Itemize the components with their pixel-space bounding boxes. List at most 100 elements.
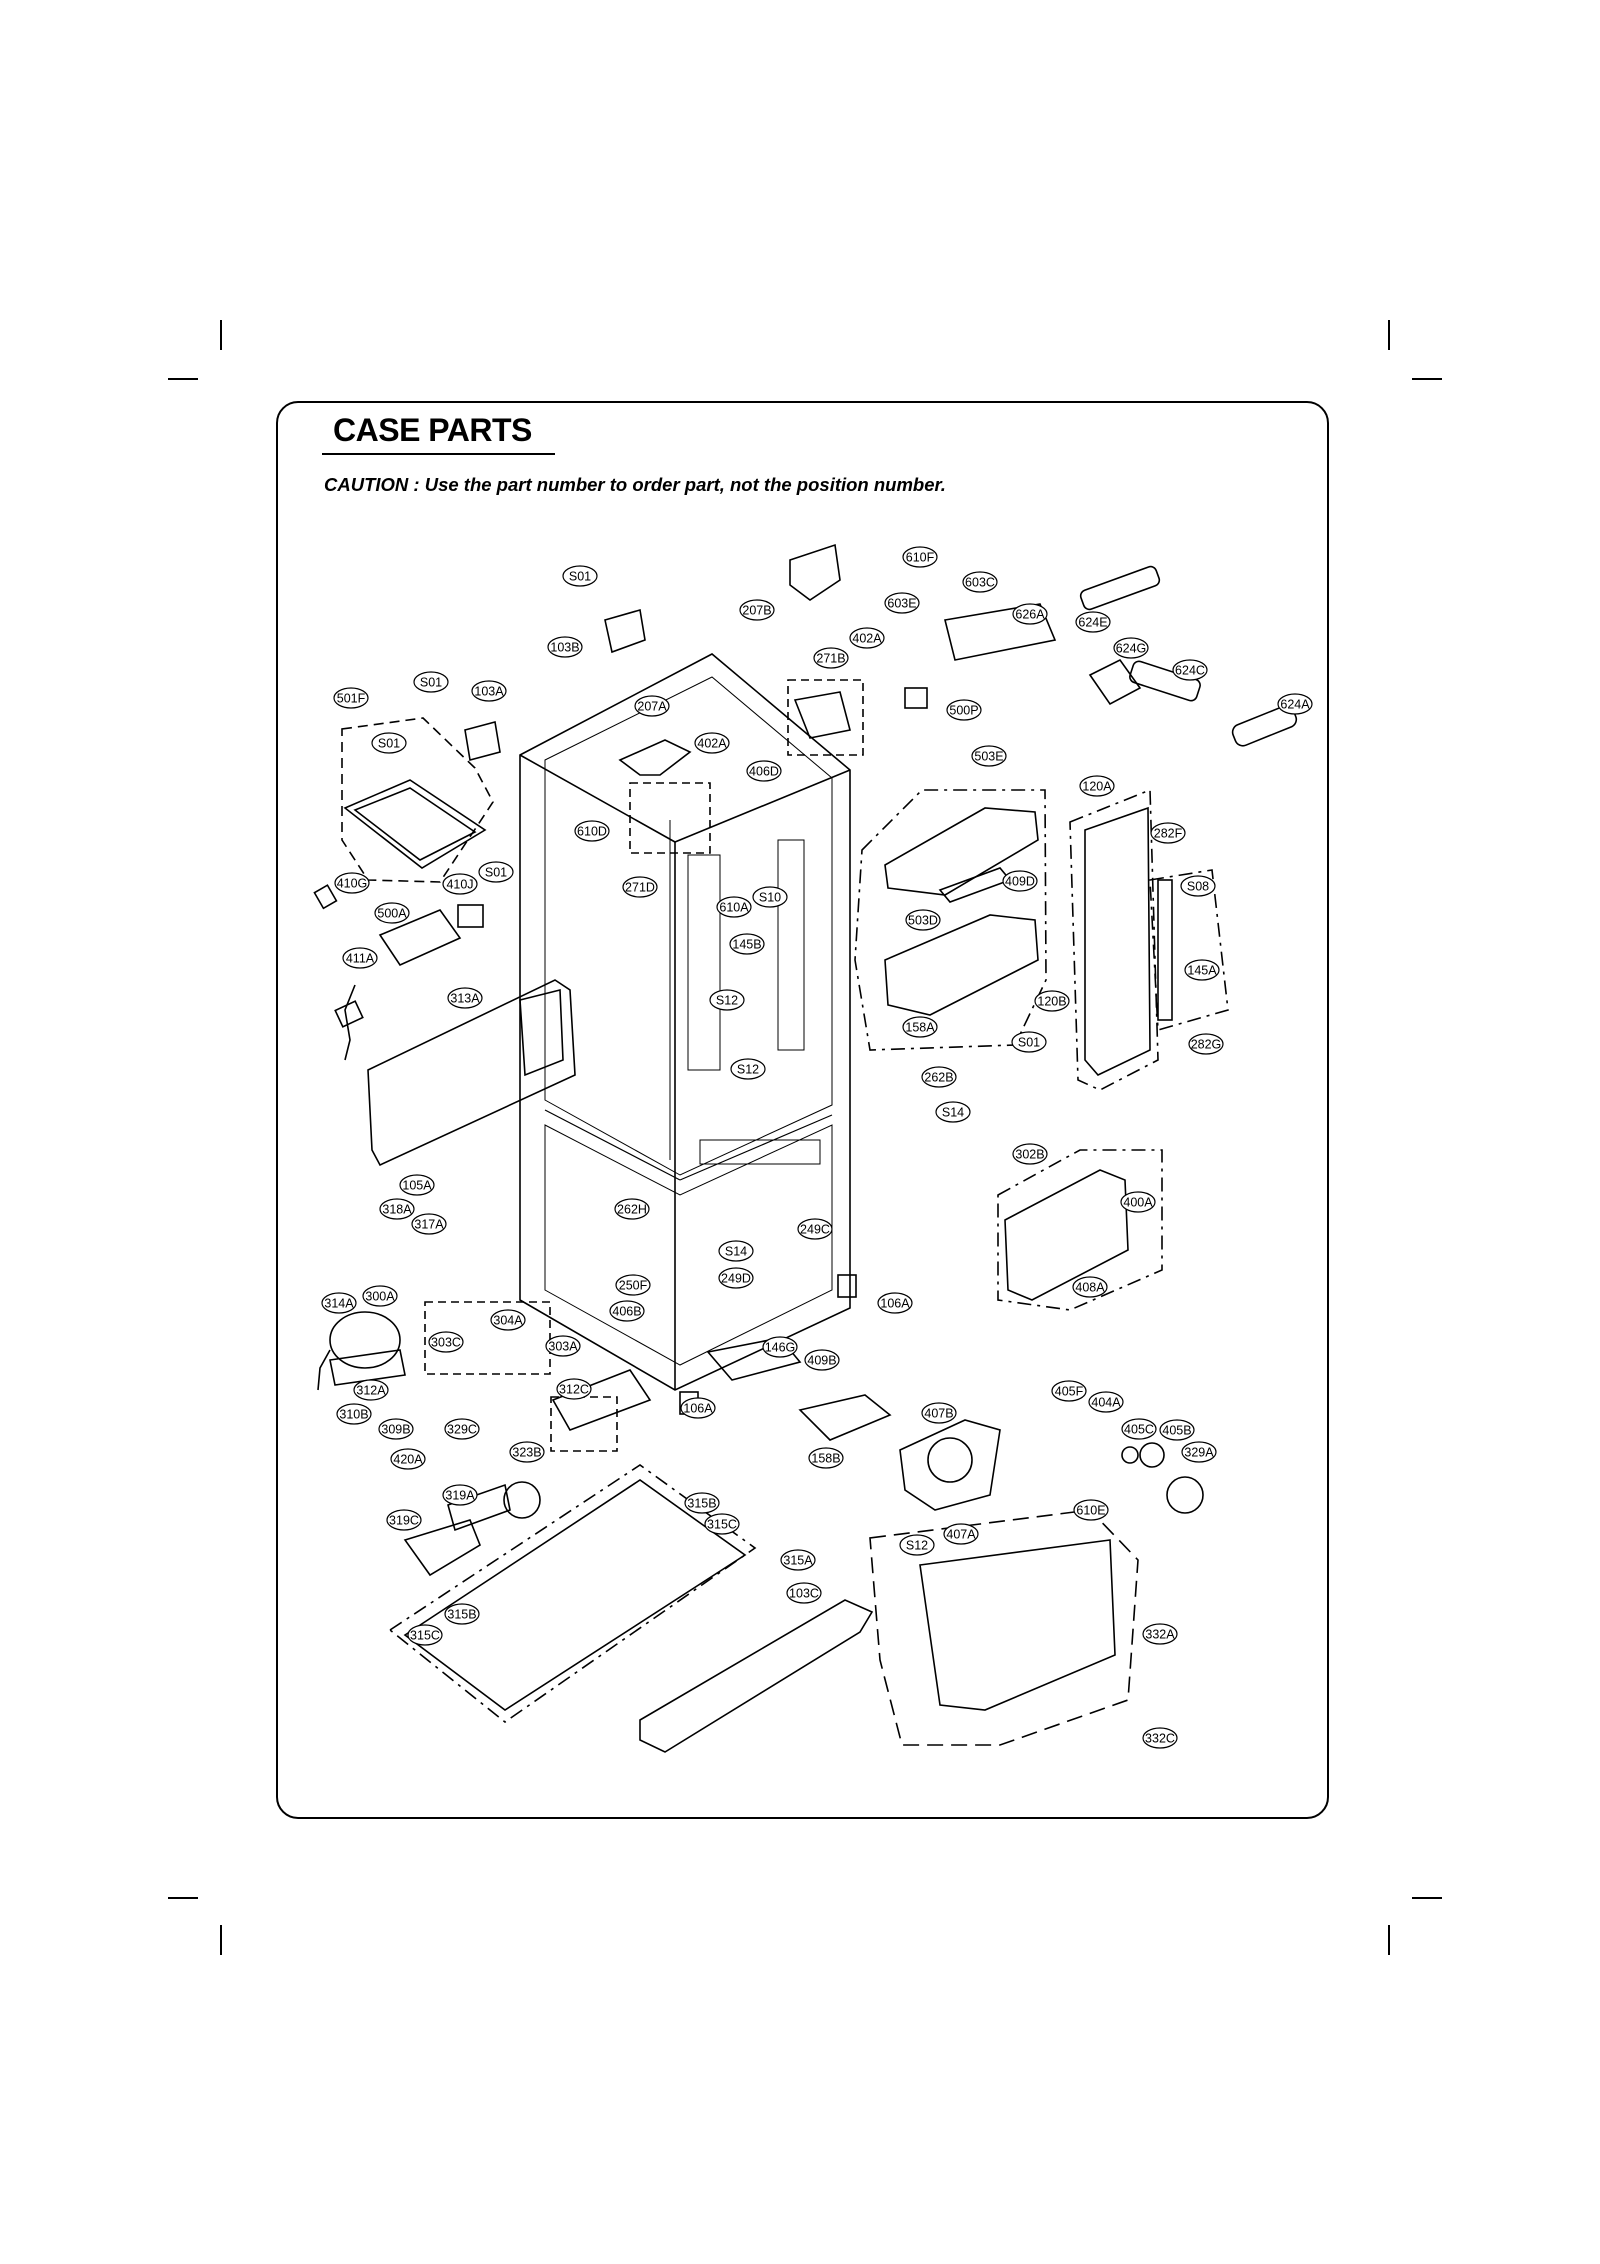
callout-106a: 106A bbox=[877, 1292, 913, 1314]
callout-label: 603C bbox=[965, 576, 995, 590]
callout-bubble bbox=[1121, 1418, 1157, 1440]
callout-bubble bbox=[962, 571, 998, 593]
callout-bubble bbox=[353, 1379, 389, 1401]
callout-262h: 262H bbox=[614, 1198, 650, 1220]
callout-label: 323B bbox=[512, 1446, 541, 1460]
callout-bubble bbox=[471, 680, 507, 702]
callout-bubble bbox=[333, 687, 369, 709]
callout-bubble bbox=[574, 820, 610, 842]
callout-262b: 262B bbox=[921, 1066, 957, 1088]
callout-bubble bbox=[1034, 990, 1070, 1012]
callout-bubble bbox=[1159, 1419, 1195, 1441]
callout-410g: 410G bbox=[334, 872, 370, 894]
callout-label: 105A bbox=[402, 1179, 432, 1193]
base-pan bbox=[388, 1464, 757, 1723]
callout-bubble bbox=[562, 565, 598, 587]
callout-label: 315B bbox=[687, 1497, 716, 1511]
callout-624g: 624G bbox=[1113, 637, 1149, 659]
part-103b bbox=[604, 608, 646, 654]
compressor-area bbox=[317, 1301, 652, 1431]
callout-bubble bbox=[786, 1582, 822, 1604]
callout-label: 249D bbox=[721, 1272, 751, 1286]
callout-label: 409D bbox=[1005, 875, 1035, 889]
callout-bubble bbox=[694, 732, 730, 754]
diagram-frame bbox=[276, 401, 1329, 1819]
part-409b bbox=[798, 1394, 892, 1441]
callout-label: 624C bbox=[1175, 664, 1205, 678]
callout-bubble bbox=[730, 1058, 766, 1080]
fan-assembly bbox=[899, 1419, 1204, 1514]
callout-label: 329A bbox=[1184, 1446, 1214, 1460]
crop-mark bbox=[220, 1925, 222, 1955]
callout-label: 610D bbox=[577, 825, 607, 839]
callout-bubble bbox=[413, 671, 449, 693]
callout-603e: 603E bbox=[884, 592, 920, 614]
callout-label: 407A bbox=[946, 1528, 976, 1542]
callout-bubble bbox=[622, 876, 658, 898]
callout-402a: 402A bbox=[694, 732, 730, 754]
kick-plate bbox=[639, 1599, 874, 1753]
callout-label: 610E bbox=[1076, 1504, 1105, 1518]
callout-309b: 309B bbox=[378, 1418, 414, 1440]
callout-158b: 158B bbox=[808, 1447, 844, 1469]
callout-624e: 624E bbox=[1075, 611, 1111, 633]
callout-label: 300A bbox=[365, 1290, 395, 1304]
callout-bubble bbox=[614, 1198, 650, 1220]
callout-label: 146G bbox=[765, 1341, 796, 1355]
callout-label: 250F bbox=[619, 1279, 648, 1293]
callout-label: 304A bbox=[493, 1314, 523, 1328]
callout-300a: 300A bbox=[362, 1285, 398, 1307]
callout-420a: 420A bbox=[390, 1448, 426, 1470]
callout-bubble bbox=[808, 1447, 844, 1469]
callout-410j: 410J bbox=[442, 873, 478, 895]
callout-label: 315C bbox=[410, 1629, 440, 1643]
callout-bubble bbox=[545, 1335, 581, 1357]
callout-label: 207A bbox=[637, 700, 667, 714]
callout-label: 332C bbox=[1145, 1732, 1175, 1746]
callout-310b: 310B bbox=[336, 1403, 372, 1425]
callout-label: 626A bbox=[1015, 608, 1045, 622]
callout-bubble bbox=[921, 1402, 957, 1424]
top-hinges bbox=[618, 543, 864, 854]
callout-label: 315B bbox=[447, 1608, 476, 1622]
callout-bubble bbox=[1142, 1727, 1178, 1749]
rear-panel bbox=[367, 979, 576, 1167]
callout-bubble bbox=[752, 886, 788, 908]
callout-207b: 207B bbox=[739, 599, 775, 621]
callout-105a: 105A bbox=[399, 1174, 435, 1196]
callout-label: 158B bbox=[811, 1452, 840, 1466]
callout-label: S14 bbox=[725, 1245, 747, 1259]
callout-501f: 501F bbox=[333, 687, 369, 709]
callout-407b: 407B bbox=[921, 1402, 957, 1424]
callout-bubble bbox=[478, 861, 514, 883]
callout-bubble bbox=[1113, 637, 1149, 659]
callout-bubble bbox=[386, 1509, 422, 1531]
callout-bubble bbox=[718, 1267, 754, 1289]
callout-bubble bbox=[680, 1397, 716, 1419]
callout-s01: S01 bbox=[371, 732, 407, 754]
callout-145a: 145A bbox=[1184, 959, 1220, 981]
callout-bubble bbox=[411, 1213, 447, 1235]
callout-bubble bbox=[609, 1300, 645, 1322]
callout-120b: 120B bbox=[1034, 990, 1070, 1012]
callout-bubble bbox=[1002, 870, 1038, 892]
callout-bubble bbox=[556, 1378, 592, 1400]
callout-250f: 250F bbox=[615, 1274, 651, 1296]
callout-bubble bbox=[321, 1292, 357, 1314]
callout-bubble bbox=[442, 1484, 478, 1506]
callout-408a: 408A bbox=[1072, 1276, 1108, 1298]
callout-207a: 207A bbox=[634, 695, 670, 717]
title-underline bbox=[322, 453, 555, 455]
callout-label: 500P bbox=[949, 704, 978, 718]
callout-label: 303A bbox=[548, 1340, 578, 1354]
callout-label: S08 bbox=[1187, 880, 1209, 894]
callout-bubble bbox=[902, 546, 938, 568]
callout-146g: 146G bbox=[762, 1336, 798, 1358]
callout-bubble bbox=[1012, 603, 1048, 625]
callout-323b: 323B bbox=[509, 1441, 545, 1463]
callout-bubble bbox=[1011, 1031, 1047, 1053]
callout-329c: 329C bbox=[444, 1418, 480, 1440]
callout-304a: 304A bbox=[490, 1309, 526, 1331]
cabinet-body bbox=[519, 653, 851, 1391]
